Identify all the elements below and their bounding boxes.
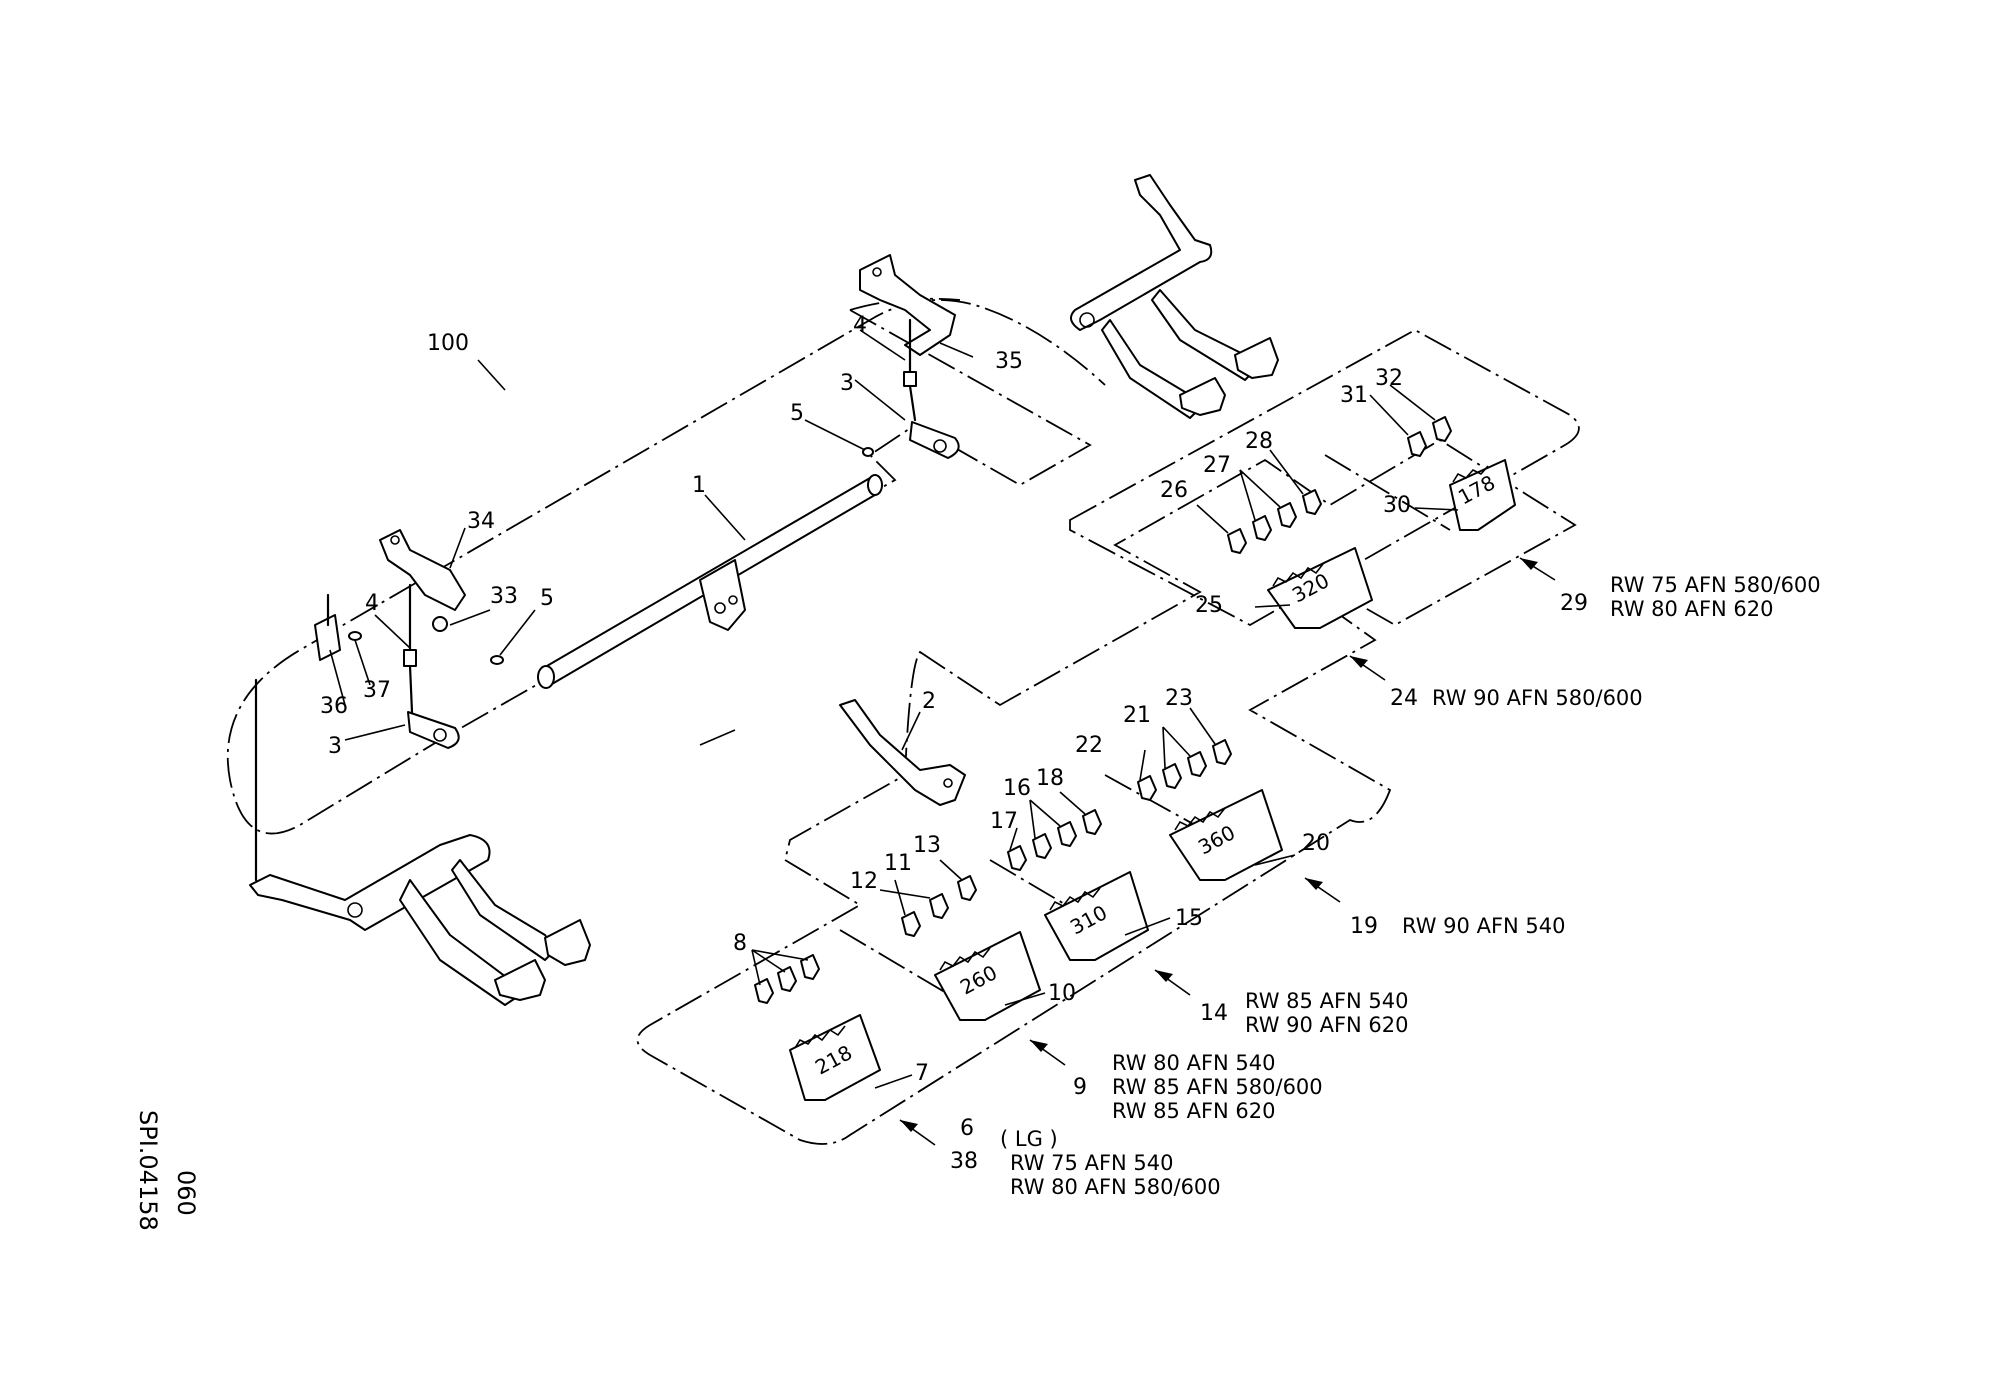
callout-35: 35: [995, 349, 1023, 374]
blade-plate-310: [1044, 871, 1149, 961]
callout-14: 14: [1200, 1001, 1228, 1026]
variant-14-line1: RW 85 AFN 540: [1245, 989, 1409, 1013]
variant-38-line1: RW 75 AFN 540: [1010, 1151, 1174, 1175]
callout-16: 16: [1003, 776, 1031, 801]
callout-23: 23: [1165, 686, 1193, 711]
leader-lines: [329, 329, 1459, 1089]
callout-37: 37: [363, 678, 391, 703]
callout-9: 9: [1073, 1075, 1087, 1100]
callout-32: 32: [1375, 366, 1403, 391]
callout-17: 17: [990, 809, 1018, 834]
callout-3-left: 3: [328, 734, 342, 759]
blade-plate-360: [1169, 789, 1283, 881]
kit-outline-upper: [1069, 328, 1580, 627]
variant-14-line2: RW 90 AFN 620: [1245, 1013, 1409, 1037]
blade-plate-260: [934, 931, 1041, 1021]
callout-3-right: 3: [840, 371, 854, 396]
variant-9-line1: RW 80 AFN 540: [1112, 1051, 1276, 1075]
variant-9-line2: RW 85 AFN 580/600: [1112, 1075, 1323, 1099]
callout-8: 8: [733, 931, 747, 956]
callout-27: 27: [1203, 453, 1231, 478]
callout-7: 7: [915, 1061, 929, 1086]
callout-5-right: 5: [790, 401, 804, 426]
callout-13: 13: [913, 833, 941, 858]
right-bracket-assembly: [859, 254, 960, 459]
callout-30: 30: [1383, 493, 1411, 518]
variant-29-line1: RW 75 AFN 580/600: [1610, 573, 1821, 597]
callout-28: 28: [1245, 429, 1273, 454]
variant-9-line3: RW 85 AFN 620: [1112, 1099, 1276, 1123]
pedal-frame-left: [249, 834, 591, 1006]
callout-2: 2: [922, 689, 936, 714]
pedal-frame-right: [1070, 174, 1279, 419]
callout-33: 33: [490, 584, 518, 609]
callout-4-right: 4: [853, 313, 867, 338]
callout-5-left: 5: [540, 586, 554, 611]
blade-plate-218: [789, 1014, 881, 1101]
callout-36: 36: [320, 694, 348, 719]
callout-10: 10: [1048, 981, 1076, 1006]
callout-11: 11: [884, 851, 912, 876]
blade-plate-320: [1267, 547, 1373, 629]
callout-38: 38: [950, 1149, 978, 1174]
callout-20: 20: [1302, 831, 1330, 856]
callout-22: 22: [1075, 733, 1103, 758]
callout-34: 34: [467, 509, 495, 534]
callout-29: 29: [1560, 591, 1588, 616]
reference-arrows: [899, 557, 1556, 1146]
callout-26: 26: [1160, 478, 1188, 503]
callout-4-left: 4: [365, 591, 379, 616]
document-code: SPI.04158: [134, 1110, 162, 1231]
blade-plate-178: [1449, 459, 1516, 531]
group-100-outline: [226, 299, 1106, 835]
clip-parts: [754, 416, 1452, 1004]
lever-part: [839, 699, 966, 806]
main-shaft: [537, 474, 883, 689]
callout-25: 25: [1195, 593, 1223, 618]
variant-38-line2: RW 80 AFN 580/600: [1010, 1175, 1221, 1199]
callout-18: 18: [1036, 766, 1064, 791]
callout-15: 15: [1175, 906, 1203, 931]
callout-19: 19: [1350, 914, 1378, 939]
variant-29-line2: RW 80 AFN 620: [1610, 597, 1774, 621]
callout-31: 31: [1340, 383, 1368, 408]
callout-1: 1: [692, 473, 706, 498]
callout-6: 6: [960, 1116, 974, 1141]
kit-outline-lower: [636, 438, 1577, 1145]
callout-24: 24: [1390, 686, 1418, 711]
callout-12: 12: [850, 869, 878, 894]
callout-100: 100: [427, 331, 469, 356]
variant-24-line1: RW 90 AFN 580/600: [1432, 686, 1643, 710]
callout-21: 21: [1123, 703, 1151, 728]
variant-38-line0: ( LG ): [1000, 1127, 1058, 1151]
variant-19-line1: RW 90 AFN 540: [1402, 914, 1566, 938]
document-subcode: 060: [172, 1170, 200, 1216]
left-bracket-assembly: [254, 529, 504, 882]
